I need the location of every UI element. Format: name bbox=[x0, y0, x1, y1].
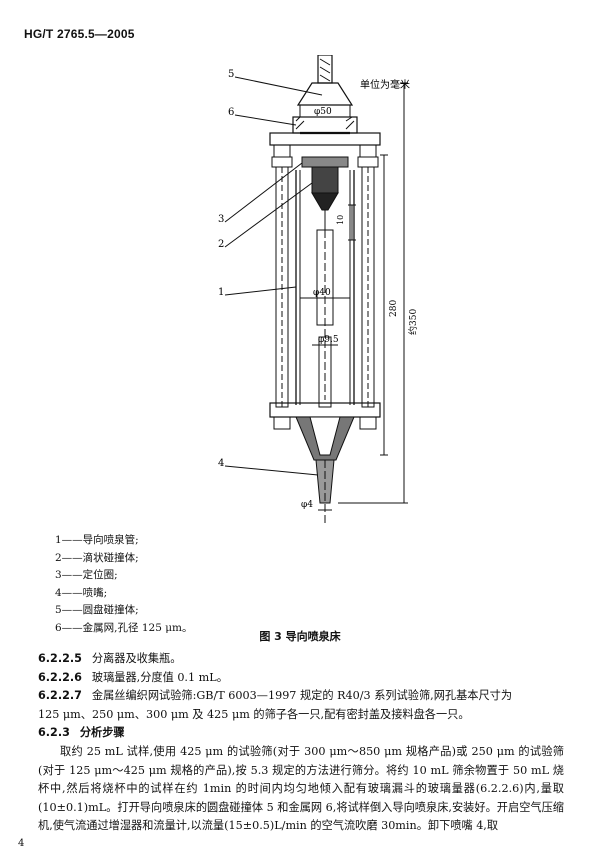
clause-number: 6.2.2.7 bbox=[38, 689, 82, 703]
legend-item: 6——金属网,孔径 125 μm。 bbox=[55, 621, 193, 634]
dim-350: 约350 bbox=[407, 309, 419, 335]
figure-caption: 图 3 导向喷泉床 bbox=[259, 630, 341, 643]
clause-continuation: 125 μm、250 μm、300 μm 及 425 μm 的筛子各一只,配有密… bbox=[38, 707, 470, 721]
clause-row: 6.2.2.7 金属丝编织网试验筛:GB/T 6003—1997 规定的 R40/… bbox=[38, 687, 564, 706]
dim-phi50: φ50 bbox=[314, 107, 332, 117]
legend-item: 4——喷嘴; bbox=[55, 586, 108, 599]
procedure-paragraph: 取约 25 mL 试样,使用 425 μm 的试验筛(对于 300 μm～850… bbox=[38, 744, 564, 833]
figure-guided-spouted-bed: 单位为毫米 5 6 3 2 1 4 φ50 10 φ40 φ9.5 φ4 280… bbox=[0, 54, 600, 525]
dim-10: 10 bbox=[336, 215, 345, 225]
section-number: 6.2.3 bbox=[38, 726, 70, 740]
dim-phi4: φ4 bbox=[301, 500, 313, 510]
unit-note: 单位为毫米 bbox=[360, 78, 410, 91]
apparatus-drawing: 单位为毫米 5 6 3 2 1 4 φ50 10 φ40 φ9.5 φ4 280… bbox=[218, 54, 419, 525]
dim-phi40: φ40 bbox=[313, 288, 331, 298]
clause-text: 金属丝编织网试验筛:GB/T 6003—1997 规定的 R40/3 系列试验筛… bbox=[91, 689, 513, 703]
dim-280: 280 bbox=[389, 300, 399, 317]
clause-row: 6.2.2.6 玻璃量器,分度值 0.1 mL。 bbox=[38, 669, 564, 688]
standard-code: HG/T 2765.5—2005 bbox=[24, 27, 135, 41]
section-title: 分析步骤 bbox=[79, 726, 125, 740]
legend-item: 2——滴状碰撞体; bbox=[55, 551, 139, 564]
page-number: 4 bbox=[18, 838, 25, 849]
clause-row: 6.2.2.5 分离器及收集瓶。 bbox=[38, 650, 564, 669]
legend-item: 5——圆盘碰撞体; bbox=[55, 604, 139, 617]
callout-1: 1 bbox=[218, 287, 224, 298]
legend-item: 1——导向喷泉管; bbox=[55, 534, 139, 546]
callout-4: 4 bbox=[218, 458, 224, 469]
callout-6: 6 bbox=[228, 107, 234, 118]
callout-3: 3 bbox=[218, 214, 224, 225]
callout-5: 5 bbox=[228, 69, 234, 80]
clause-text: 玻璃量器,分度值 0.1 mL。 bbox=[91, 670, 228, 684]
figure-legend: 1——导向喷泉管; 2——滴状碰撞体; 3——定位圈; 4——喷嘴; 5——圆盘… bbox=[55, 532, 193, 638]
section-heading: 6.2.3 分析步骤 bbox=[38, 724, 564, 743]
clause-text: 分离器及收集瓶。 bbox=[91, 652, 182, 665]
legend-item: 3——定位圈; bbox=[55, 569, 118, 582]
dim-phi9-5: φ9.5 bbox=[318, 335, 339, 345]
clause-number: 6.2.2.6 bbox=[38, 670, 82, 684]
clause-number: 6.2.2.5 bbox=[38, 652, 82, 665]
callout-2: 2 bbox=[218, 239, 224, 250]
